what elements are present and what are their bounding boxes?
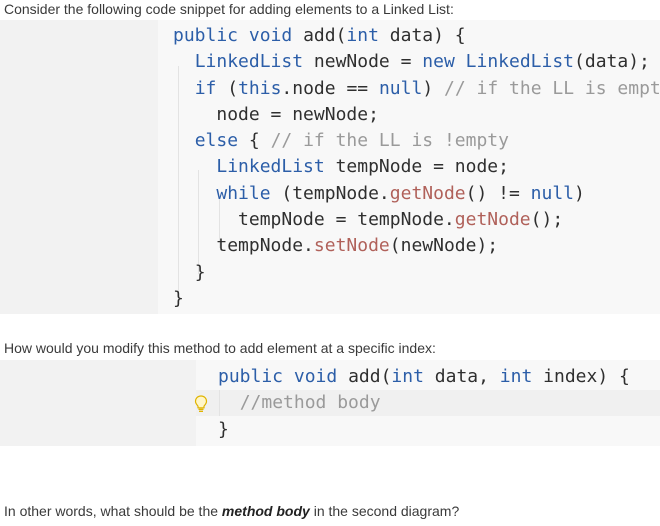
code-text: public void add(int data) { LinkedList n… — [173, 23, 660, 312]
code-line: LinkedList newNode = new LinkedList(data… — [194, 51, 650, 73]
footer-text: In other words, what should be the metho… — [4, 502, 459, 520]
code-line: } — [194, 261, 206, 283]
question-text: How would you modify this method to add … — [4, 340, 436, 356]
code-line: public void add(int data, int index) { — [218, 366, 630, 387]
code-gutter — [0, 360, 196, 446]
code-line: public void add(int data) { — [173, 25, 466, 46]
indent-guide — [178, 66, 179, 302]
footer-text-before: In other words, what should be the — [4, 503, 222, 519]
code-line: node = newNode; — [216, 103, 379, 125]
code-line: if (this.node == null) // if the LL is e… — [194, 77, 660, 99]
code-line: tempNode = tempNode.getNode(); — [238, 209, 564, 231]
footer-emphasis: method body — [221, 503, 310, 519]
footer-text-after: in the second diagram? — [309, 503, 460, 519]
indent-guide — [219, 196, 220, 248]
code-block-add-at-index: public void add(int data, int index) { /… — [0, 360, 660, 446]
code-text: public void add(int data, int index) { /… — [218, 364, 630, 443]
code-line: } — [218, 418, 229, 440]
code-line: } — [173, 287, 184, 309]
intro-text: Consider the following code snippet for … — [4, 1, 454, 17]
code-gutter — [0, 20, 158, 314]
code-line[interactable]: //method body — [239, 392, 381, 414]
code-line: LinkedList tempNode = node; — [216, 156, 509, 178]
code-line: else { // if the LL is !empty — [194, 130, 509, 152]
lightbulb-icon[interactable] — [194, 395, 208, 413]
code-line: while (tempNode.getNode() != null) — [216, 182, 585, 204]
indent-guide — [219, 390, 220, 416]
code-line: tempNode.setNode(newNode); — [216, 235, 499, 257]
code-block-linked-list-add: public void add(int data) { LinkedList n… — [0, 20, 660, 314]
current-line-highlight — [196, 390, 660, 416]
indent-guide — [198, 170, 199, 274]
